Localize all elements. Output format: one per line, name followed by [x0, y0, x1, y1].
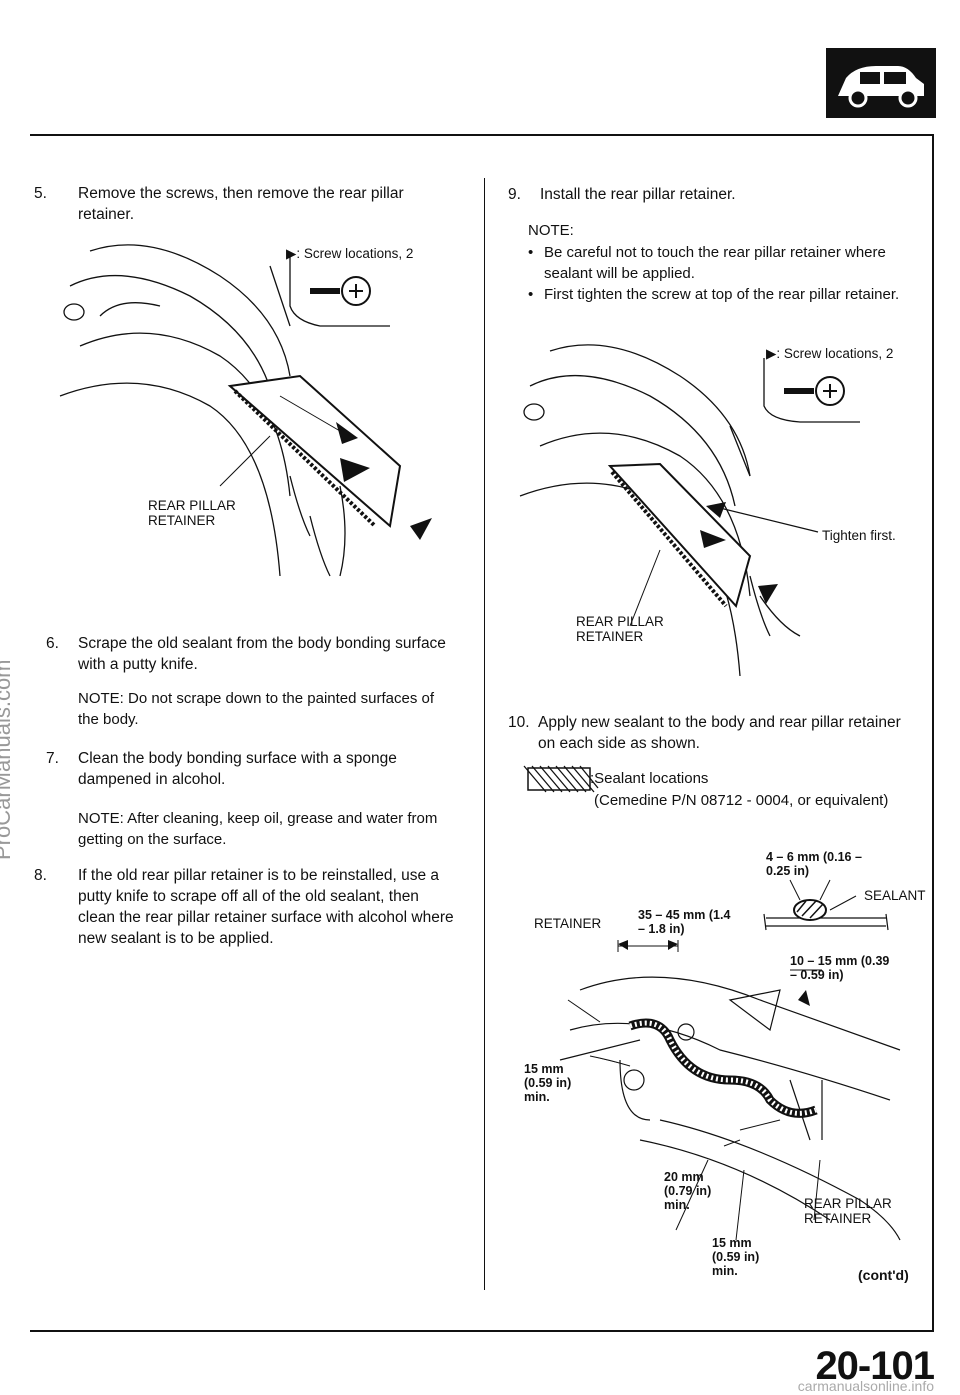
step-text: Clean the body bonding surface with a sp… — [78, 750, 397, 788]
car-icon-graphic — [838, 66, 924, 108]
dimension-10-15-label: 10 – 15 mm (0.39 – 0.59 in) — [790, 954, 890, 982]
retainer-label: RETAINER — [534, 916, 602, 931]
screw-locations-label: ▶: Screw locations, 2 — [286, 246, 414, 261]
step-10: 10. Apply new sealant to the body and re… — [508, 712, 920, 756]
step-text: Scrape the old sealant from the body bon… — [78, 635, 446, 673]
dimension-20-min-label: 20 mm (0.79 in) min. — [664, 1170, 712, 1212]
rear-pillar-retainer-label: REAR PILLAR RETAINER — [804, 1196, 892, 1226]
note-title: NOTE: — [528, 222, 574, 239]
step-8: 8. If the old rear pillar retainer is to… — [34, 865, 458, 955]
watermark: ProCarManuals.com — [0, 659, 15, 860]
dimension-15-min-label: 15 mm (0.59 in) min. — [524, 1062, 572, 1104]
dimension-15-min-lower-label: 15 mm (0.59 in) min. — [712, 1236, 760, 1278]
step-5: 5. Remove the screws, then remove the re… — [34, 183, 454, 227]
rear-pillar-retainer-label: REAR PILLAR RETAINER — [576, 614, 664, 644]
bead-dimension-label: 4 – 6 mm (0.16 – 0.25 in) — [766, 850, 862, 878]
step-number: 7. — [46, 750, 59, 767]
screw-icon — [784, 376, 845, 406]
step-6-note: NOTE: Do not scrape down to the painted … — [78, 690, 435, 728]
screw-locations-label: ▶: Screw locations, 2 — [766, 346, 894, 361]
rear-pillar-retainer-label: REAR PILLAR RETAINER — [148, 498, 236, 528]
page-number: 20-101 — [815, 1344, 935, 1388]
sealant-location-drawing — [559, 879, 901, 1241]
step-text: Apply new sealant to the body and rear p… — [538, 714, 901, 752]
bottom-rule — [30, 1330, 934, 1332]
step-number: 9. — [508, 186, 521, 203]
hatch-swatch-icon — [523, 765, 599, 793]
screw-icon — [310, 276, 371, 306]
site-watermark: carmanualsonline.info — [797, 1378, 934, 1394]
figure-sealant-locations: 4 – 6 mm (0.16 – 0.25 in) SEALANT RETAIN… — [500, 840, 930, 1286]
step-text: If the old rear pillar retainer is to be… — [78, 867, 454, 947]
step-text: Remove the screws, then remove the rear … — [78, 185, 404, 223]
step-number: 5. — [34, 185, 47, 202]
sealant-part-number: (Cemedine P/N 08712 - 0004, or equivalen… — [594, 792, 889, 809]
top-rule — [30, 134, 934, 136]
figure-install-retainer: ▶: Screw locations, 2 Tighten first. REA… — [500, 336, 920, 686]
column-divider — [484, 178, 485, 1290]
retainer-install-drawing — [519, 344, 860, 677]
step-6: 6. Scrape the old sealant from the body … — [46, 633, 456, 677]
step-7: 7. Clean the body bonding surface with a… — [46, 748, 456, 792]
step-9: 9. Install the rear pillar retainer. — [508, 184, 918, 206]
step-number: 10. — [508, 714, 530, 731]
step-text: Install the rear pillar retainer. — [540, 186, 736, 203]
step-number: 6. — [46, 635, 59, 652]
dimension-35-45-label: 35 – 45 mm (1.4 – 1.8 in) — [638, 908, 731, 936]
step-number: 8. — [34, 867, 47, 884]
right-rule — [932, 134, 934, 1330]
sealant-legend: :Sealant locations (Cemedine P/N 08712 -… — [523, 765, 908, 814]
step-7-note: NOTE: After cleaning, keep oil, grease a… — [78, 810, 438, 848]
continued-label: (cont'd) — [858, 1267, 909, 1283]
sealant-label: SEALANT — [864, 888, 926, 903]
sealant-label: :Sealant locations — [590, 770, 709, 787]
tighten-first-label: Tighten first. — [822, 528, 896, 543]
car-icon — [826, 48, 936, 118]
retainer-removal-drawing — [59, 244, 432, 577]
figure-remove-retainer: ▶: Screw locations, 2 RE — [40, 236, 460, 586]
